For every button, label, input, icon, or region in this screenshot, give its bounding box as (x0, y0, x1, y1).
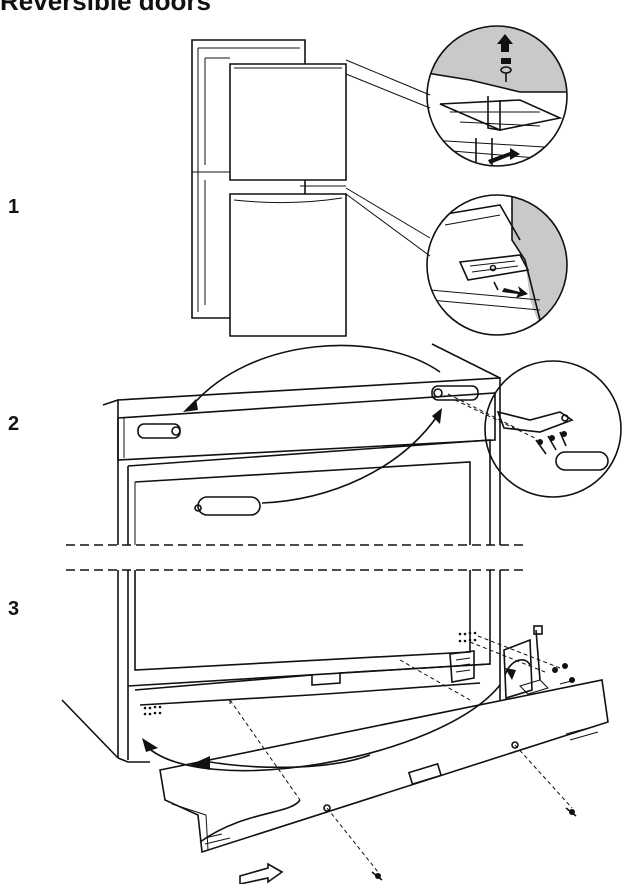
step-number-3: 3 (8, 598, 20, 620)
door-bottom-view (61, 570, 609, 884)
hinge-parts-detail (484, 360, 622, 498)
middle-hinge-detail (426, 194, 568, 336)
top-hinge-detail (426, 25, 568, 167)
step-number-1: 1 (8, 196, 20, 218)
step-number-2: 2 (8, 413, 20, 435)
door-top-view (102, 343, 536, 545)
fridge-illustration (191, 39, 347, 337)
page-title: Reversible doors (0, 0, 211, 16)
